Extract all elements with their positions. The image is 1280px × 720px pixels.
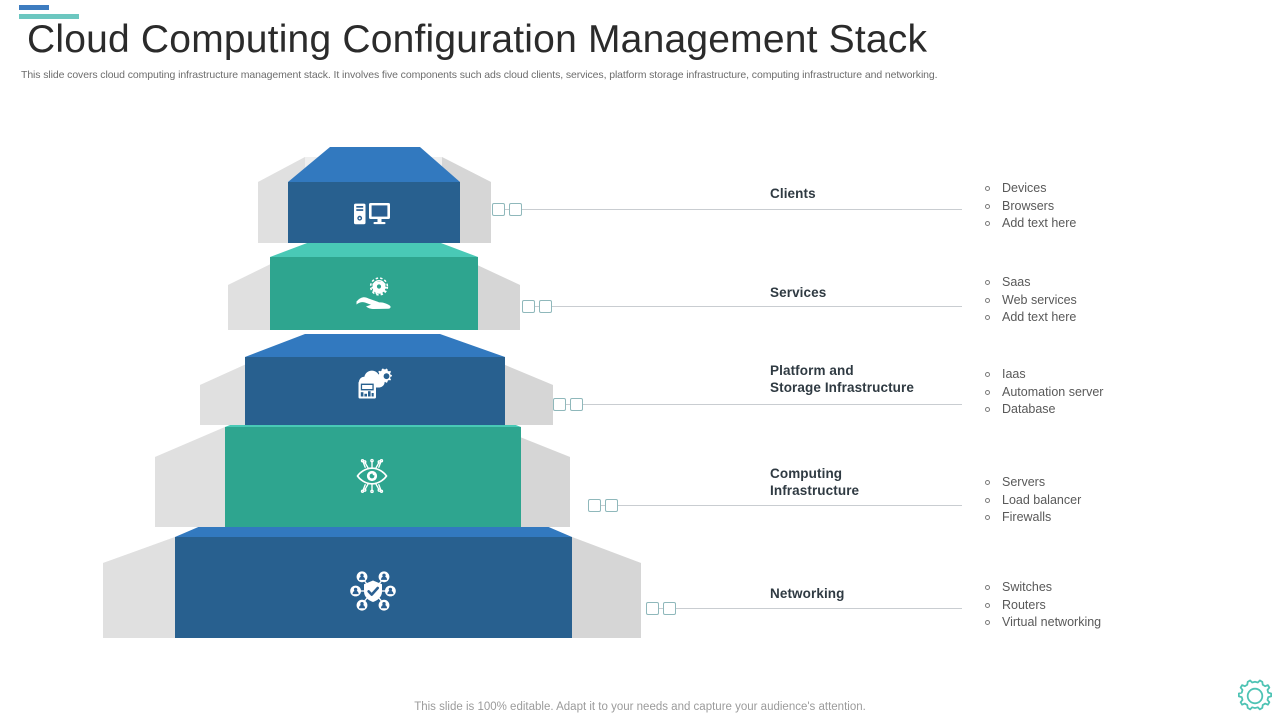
tier-label-networking: Networking bbox=[770, 586, 845, 601]
tier-bullets-networking: Switches Routers Virtual networking bbox=[983, 579, 1101, 632]
gear-icon bbox=[1238, 679, 1272, 711]
accent-bars bbox=[19, 5, 79, 19]
connector-line bbox=[522, 306, 688, 307]
connector-node-2[interactable] bbox=[570, 398, 583, 411]
page-title: Cloud Computing Configuration Management… bbox=[27, 18, 928, 61]
list-item: Firewalls bbox=[983, 509, 1081, 527]
connector-node-1[interactable] bbox=[646, 602, 659, 615]
tier-label-computing-infrastructure: Computing Infrastructure bbox=[770, 466, 860, 498]
pyramid-tier-clients[interactable] bbox=[258, 147, 491, 243]
connector-node-1[interactable] bbox=[553, 398, 566, 411]
connector-node-2[interactable] bbox=[539, 300, 552, 313]
list-item: Saas bbox=[983, 274, 1077, 292]
list-item: Web services bbox=[983, 292, 1077, 310]
stack-pyramid-diagram bbox=[103, 147, 641, 638]
list-item: Virtual networking bbox=[983, 614, 1101, 632]
connector-line-right bbox=[688, 306, 962, 307]
connector-line-right bbox=[688, 209, 962, 210]
list-item: Database bbox=[983, 401, 1103, 419]
footer-note: This slide is 100% editable. Adapt it to… bbox=[414, 701, 866, 713]
tier-label-platform-storage: Platform and Storage Infrastructure bbox=[770, 363, 914, 395]
accent-bar-blue bbox=[19, 5, 49, 10]
list-item: Devices bbox=[983, 180, 1076, 198]
connector-node-2[interactable] bbox=[663, 602, 676, 615]
tier-label-services: Services bbox=[770, 285, 827, 300]
list-item: Add text here bbox=[983, 309, 1077, 327]
list-item: Load balancer bbox=[983, 492, 1081, 510]
page-subtitle: This slide covers cloud computing infras… bbox=[21, 69, 938, 81]
connector-line bbox=[492, 209, 688, 210]
connector-node-1[interactable] bbox=[492, 203, 505, 216]
tier-bullets-clients: Devices Browsers Add text here bbox=[983, 180, 1076, 233]
list-item: Switches bbox=[983, 579, 1101, 597]
tier-label-clients: Clients bbox=[770, 186, 816, 201]
tier-bullets-services: Saas Web services Add text here bbox=[983, 274, 1077, 327]
connector-line-right bbox=[688, 404, 962, 405]
list-item: Browsers bbox=[983, 198, 1076, 216]
pyramid-tier-platform-storage[interactable] bbox=[200, 334, 553, 425]
list-item: Routers bbox=[983, 597, 1101, 615]
connector-line-right bbox=[688, 608, 962, 609]
connector-node-1[interactable] bbox=[588, 499, 601, 512]
accent-bar-teal bbox=[19, 14, 79, 19]
connector-line bbox=[553, 404, 688, 405]
pyramid-tier-services[interactable] bbox=[228, 237, 520, 330]
tier-bullets-computing-infrastructure: Servers Load balancer Firewalls bbox=[983, 474, 1081, 527]
connector-line-right bbox=[688, 505, 962, 506]
list-item: Iaas bbox=[983, 366, 1103, 384]
connector-node-1[interactable] bbox=[522, 300, 535, 313]
list-item: Automation server bbox=[983, 384, 1103, 402]
connector-node-2[interactable] bbox=[509, 203, 522, 216]
list-item: Add text here bbox=[983, 215, 1076, 233]
connector-line bbox=[588, 505, 688, 506]
list-item: Servers bbox=[983, 474, 1081, 492]
connector-node-2[interactable] bbox=[605, 499, 618, 512]
tier-bullets-platform-storage: Iaas Automation server Database bbox=[983, 366, 1103, 419]
